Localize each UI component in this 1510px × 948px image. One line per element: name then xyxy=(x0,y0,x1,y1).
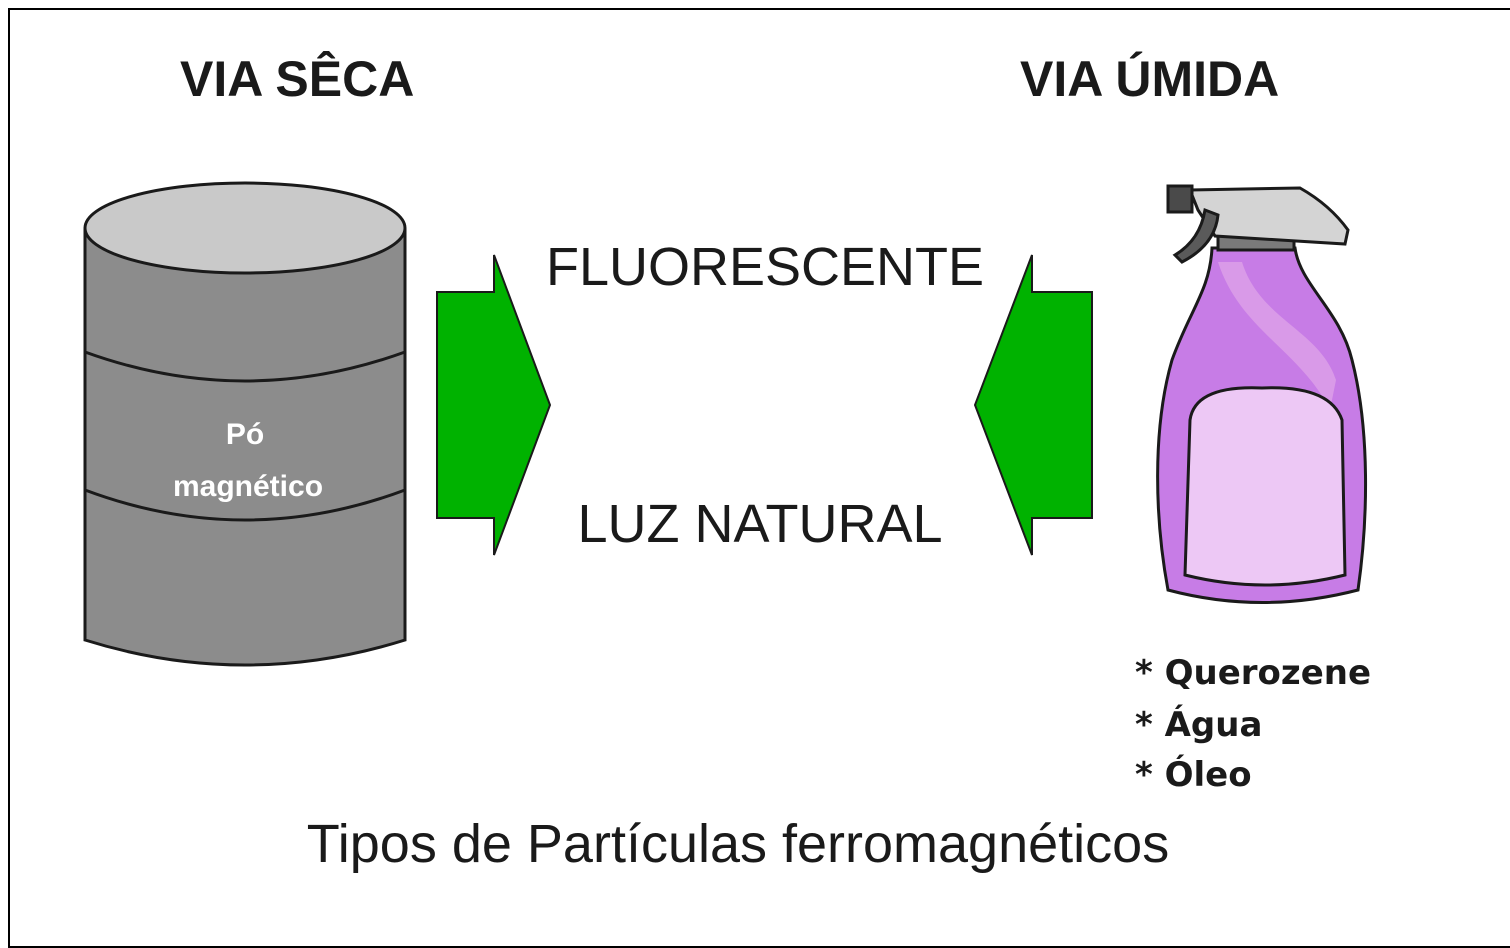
wet-method-heading: VIA ÚMIDA xyxy=(1020,51,1279,107)
liquid-item-agua: * Água xyxy=(1135,704,1262,745)
barrel-label-line1: Pó xyxy=(226,418,264,451)
diagram-caption: Tipos de Partículas ferromagnéticos xyxy=(307,814,1169,874)
spray-bottle-icon xyxy=(1156,184,1368,604)
powder-barrel-icon xyxy=(83,181,407,667)
arrow-left-icon xyxy=(973,254,1093,556)
dry-method-heading: VIA SÊCA xyxy=(180,51,414,107)
arrow-right-icon xyxy=(436,254,552,556)
barrel-label-line2: magnético xyxy=(173,470,323,503)
fluorescent-label: FLUORESCENTE xyxy=(546,237,984,297)
diagram-canvas: VIA SÊCA VIA ÚMIDA Pó magnético FLUORESC… xyxy=(83,51,1371,874)
liquid-item-oleo: * Óleo xyxy=(1135,754,1252,795)
liquid-item-querozene: * Querozene xyxy=(1135,653,1371,693)
natural-light-label: LUZ NATURAL xyxy=(577,494,942,554)
